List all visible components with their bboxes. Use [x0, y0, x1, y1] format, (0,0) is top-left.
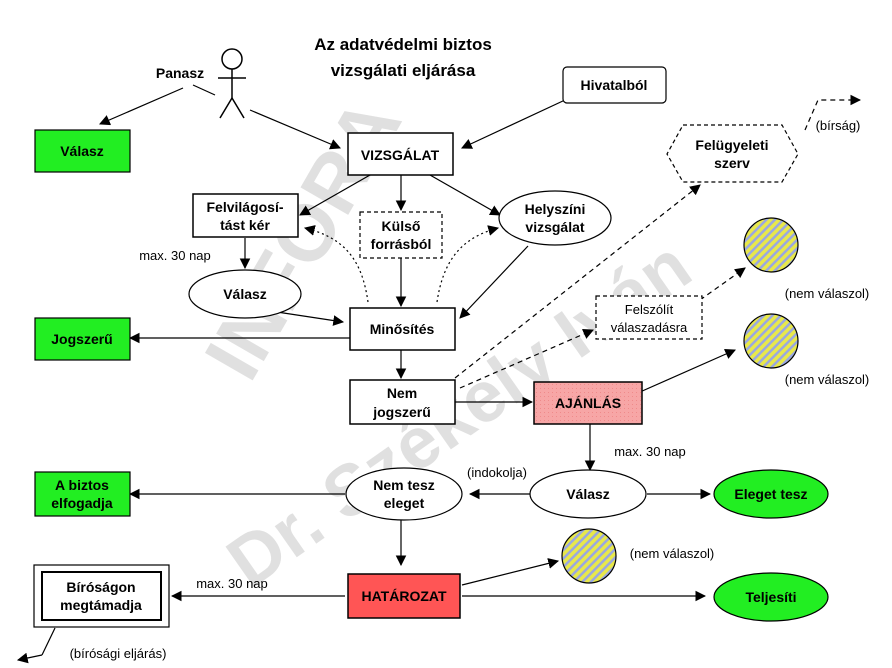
- birosagon-line2: megtámadja: [60, 597, 142, 613]
- nem-tesz-line2: eleget: [384, 495, 425, 511]
- max30-label-3: max. 30 nap: [196, 576, 268, 591]
- jogszeru-label: Jogszerű: [51, 331, 112, 347]
- max30-label-1: max. 30 nap: [139, 248, 211, 263]
- title-line2: vizsgálati eljárása: [331, 61, 476, 80]
- birosagon-box: Bíróságon megtámadja: [33, 564, 170, 628]
- helyszini-ellipse: Helyszíni vizsgálat: [498, 190, 612, 246]
- valasz-mid-label: Válasz: [223, 286, 267, 302]
- minosites-box: Minősítés: [349, 307, 456, 351]
- nem-valaszol-label-3: (nem válaszol): [630, 546, 715, 561]
- felugyeleti-line2: szerv: [714, 155, 750, 171]
- felugyeleti-hexagon: Felügyeleti szerv: [666, 124, 799, 183]
- ajanlas-box: AJÁNLÁS: [533, 381, 643, 425]
- nem-valaszol-circle-1: [743, 217, 799, 273]
- person-icon: [218, 48, 246, 119]
- max30-label-2: max. 30 nap: [614, 444, 686, 459]
- dashed-connectors: [303, 94, 862, 389]
- ajanlas-label: AJÁNLÁS: [555, 395, 621, 411]
- nem-tesz-line1: Nem tesz: [373, 477, 434, 493]
- nem-jogszeru-box: Nem jogszerű: [349, 379, 456, 425]
- helyszini-line1: Helyszíni: [525, 201, 586, 217]
- felvilagositas-line1: Felvilágosí-: [206, 199, 283, 215]
- nem-valaszol-label-1: (nem válaszol): [785, 286, 870, 301]
- felszolit-line1: Felszólít: [625, 302, 674, 317]
- vizsgalat-label: VIZSGÁLAT: [361, 147, 440, 163]
- connectors: [16, 84, 736, 664]
- nem-valaszol-circle-2: [743, 313, 799, 369]
- kulso-box: Külső forrásból: [359, 211, 443, 259]
- hivatalbol-box: Hivatalból: [562, 66, 667, 104]
- indokolja-label: (indokolja): [467, 465, 527, 480]
- vizsgalat-box: VIZSGÁLAT: [347, 132, 454, 176]
- hatarozat-box: HATÁROZAT: [347, 573, 461, 619]
- hivatalbol-label: Hivatalból: [581, 77, 648, 93]
- hatarozat-label: HATÁROZAT: [361, 588, 446, 604]
- nem-jogszeru-line1: Nem: [387, 385, 417, 401]
- valasz-top-box: Válasz: [34, 129, 131, 173]
- jogszeru-box: Jogszerű: [34, 317, 131, 361]
- birosagon-line1: Bíróságon: [66, 579, 135, 595]
- valasz-low-label: Válasz: [566, 486, 610, 502]
- eleget-tesz-ellipse: Eleget tesz: [713, 469, 829, 519]
- panasz-label: Panasz: [156, 65, 204, 81]
- nem-valaszol-label-2: (nem válaszol): [785, 372, 870, 387]
- eleget-tesz-label: Eleget tesz: [734, 486, 807, 502]
- valasz-top-label: Válasz: [60, 143, 104, 159]
- felszolit-line2: válaszadásra: [611, 320, 688, 335]
- birosagi-label: (bírósági eljárás): [70, 646, 167, 661]
- valasz-mid-ellipse: Válasz: [188, 269, 302, 319]
- kulso-line2: forrásból: [371, 236, 432, 252]
- birsag-label: (bírság): [816, 118, 861, 133]
- a-biztos-line1: A biztos: [55, 477, 109, 493]
- minosites-label: Minősítés: [370, 321, 435, 337]
- teljesiti-ellipse: Teljesíti: [713, 572, 829, 622]
- felvilagositas-box: Felvilágosí- tást kér: [192, 193, 299, 238]
- a-biztos-box: A biztos elfogadja: [34, 471, 131, 517]
- felugyeleti-line1: Felügyeleti: [695, 137, 768, 153]
- valasz-low-ellipse: Válasz: [529, 469, 647, 519]
- nem-jogszeru-line2: jogszerű: [372, 404, 431, 420]
- felszolit-box: Felszólít válaszadásra: [595, 295, 703, 340]
- kulso-line1: Külső: [382, 218, 421, 234]
- title-line1: Az adatvédelmi biztos: [314, 35, 492, 54]
- nem-valaszol-circle-3: [561, 528, 617, 584]
- helyszini-line2: vizsgálat: [525, 219, 584, 235]
- teljesiti-label: Teljesíti: [745, 589, 796, 605]
- felvilagositas-line2: tást kér: [220, 217, 270, 233]
- a-biztos-line2: elfogadja: [51, 495, 113, 511]
- nem-tesz-ellipse: Nem tesz eleget: [345, 467, 463, 521]
